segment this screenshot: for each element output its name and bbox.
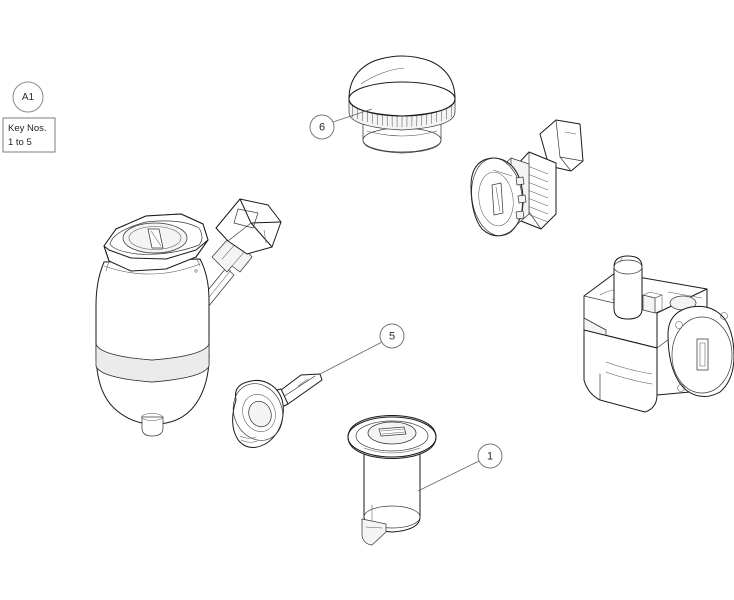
- zone-marker-a1: A1: [12, 81, 44, 113]
- callout-label-6: 6: [319, 122, 325, 134]
- leader-line-5: [319, 341, 383, 375]
- leader-lines: [319, 108, 480, 492]
- part-filler-cap: [348, 55, 456, 154]
- callout-bubble-1[interactable]: 1: [477, 443, 503, 469]
- callout-bubble-5[interactable]: 5: [379, 323, 405, 349]
- callout-label-5: 5: [389, 331, 395, 343]
- zone-marker-label: A1: [22, 92, 35, 103]
- part-ignition-switch-assembly: [95, 198, 282, 437]
- part-barrel-lock-cylinder: [347, 415, 437, 546]
- note-line-2: 1 to 5: [8, 137, 32, 148]
- note-line-1: Key Nos.: [8, 123, 47, 134]
- leader-line-1: [417, 460, 480, 492]
- key-numbers-note-box: Key Nos. 1 to 5: [2, 117, 56, 153]
- part-lock-housing-latch: [583, 255, 734, 413]
- callout-label-1: 1: [487, 451, 493, 463]
- callout-bubble-6[interactable]: 6: [309, 114, 335, 140]
- leader-line-6: [332, 108, 373, 123]
- part-key: [232, 373, 323, 448]
- part-cam-lock: [470, 119, 584, 237]
